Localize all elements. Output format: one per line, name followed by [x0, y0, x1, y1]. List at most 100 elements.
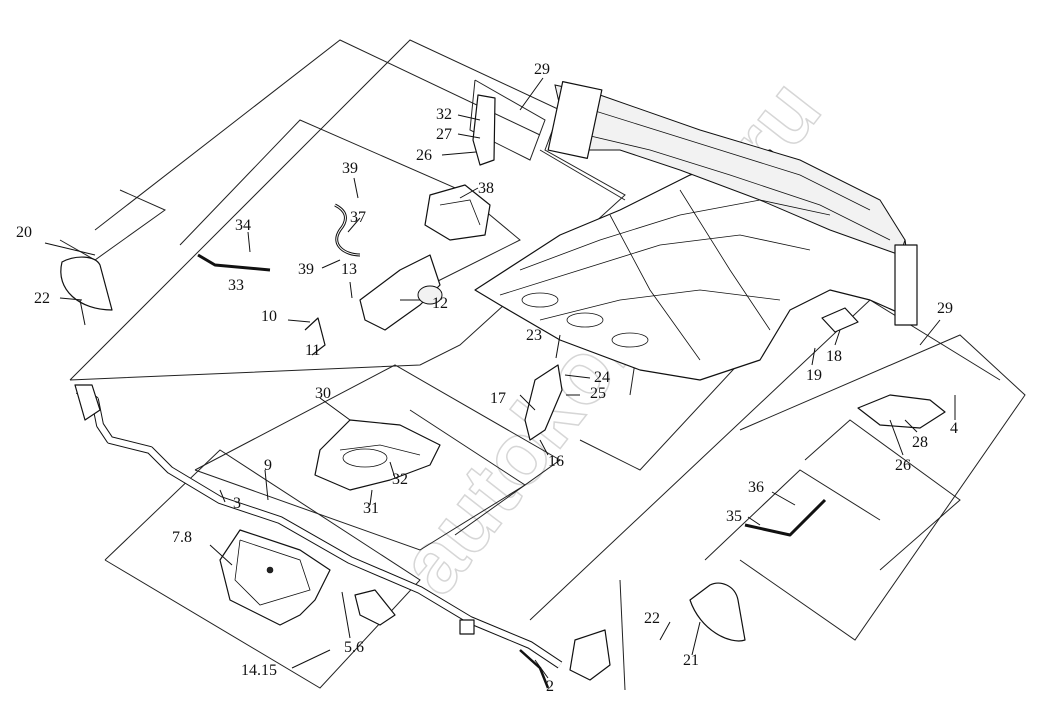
bracket-38 [424, 184, 491, 241]
callout-4: 4 [950, 420, 958, 437]
hook-21-22 [689, 582, 746, 642]
callout-32: 32 [436, 106, 452, 123]
rear-panel-rib-2 [564, 129, 891, 241]
callout-38: 38 [478, 180, 494, 197]
frame-exhaust-right [619, 579, 626, 691]
callout-24: 24 [594, 369, 610, 386]
frame-shield-inner [194, 409, 526, 551]
callout-32: 32 [392, 471, 408, 488]
frame-rail-36 [804, 419, 961, 571]
frame-left-20 [59, 189, 167, 261]
bracket-16 [524, 364, 563, 441]
callout-26: 26 [416, 147, 432, 164]
hook-left [60, 256, 113, 311]
floor-hole-2 [566, 312, 604, 328]
frame-top-29 [469, 79, 546, 161]
callout-34: 34 [235, 217, 251, 234]
frame-right-bracket [739, 334, 1026, 641]
callout-21: 21 [683, 652, 699, 669]
rail-35-36 [744, 498, 827, 537]
floor-tunnel-right [679, 189, 771, 331]
callout-39: 39 [342, 160, 358, 177]
heat-shield-rib [339, 444, 421, 456]
callout-23: 23 [526, 327, 542, 344]
frame-top-left [94, 39, 541, 231]
bracket-27-body [472, 94, 496, 166]
callout-20: 20 [16, 224, 32, 241]
callout-30: 30 [315, 385, 331, 402]
callout-18: 18 [826, 348, 842, 365]
callout-13: 13 [341, 261, 357, 278]
callout-10: 10 [261, 308, 277, 325]
floor-rib-3 [539, 289, 781, 321]
callout-27: 27 [436, 126, 452, 143]
callout-labels: 29 32 27 26 39 38 37 34 39 13 33 12 20 2… [16, 61, 958, 695]
frame-rail-35 [704, 469, 881, 561]
frame-upper-left [69, 39, 626, 381]
rear-left-pillar [547, 81, 603, 159]
rear-right-pillar [894, 244, 918, 326]
callout-3: 3 [233, 495, 241, 512]
bracket-28-body [857, 394, 946, 429]
panel-12-opening [417, 285, 443, 305]
callout-19: 19 [806, 367, 822, 384]
heat-shield [314, 419, 441, 491]
rod-37 [334, 203, 361, 257]
callout-25: 25 [590, 385, 606, 402]
crossmember-bracket [219, 529, 331, 626]
bracket-38-rib [439, 199, 481, 226]
exhaust-hanger-left [74, 384, 101, 421]
crossmember-inner [234, 539, 311, 606]
hook-right [689, 582, 746, 642]
heat-shield-dome [342, 448, 388, 468]
callout-39: 39 [298, 261, 314, 278]
callout-31: 31 [363, 500, 379, 517]
rear-panel-rib [559, 99, 871, 211]
exhaust-tip [519, 649, 550, 689]
frame-shield [194, 364, 561, 536]
exhaust-pipe-assembly [74, 384, 611, 689]
callout-7-8: 7.8 [172, 529, 192, 546]
heat-shield-30 [314, 419, 441, 491]
callout-5-6: 5.6 [344, 639, 364, 656]
leader-lines [44, 77, 956, 679]
bracket-27 [472, 94, 496, 166]
bracket-5-body [354, 589, 396, 626]
frame-crossmember [104, 449, 421, 689]
callout-33: 33 [228, 277, 244, 294]
callout-17: 17 [490, 390, 506, 407]
callout-26: 26 [895, 457, 911, 474]
bracket-5-6 [354, 589, 396, 626]
callout-29: 29 [937, 300, 953, 317]
frame-center [579, 329, 771, 471]
floor-rib-2 [499, 234, 811, 296]
bracket-16-25 [524, 364, 563, 441]
floor-pan-assembly [474, 81, 918, 381]
callout-9: 9 [264, 457, 272, 474]
rail-33 [197, 253, 271, 272]
bracket-10-11 [304, 317, 326, 356]
bracket-38-body [424, 184, 491, 241]
floor-hole-3 [611, 332, 649, 348]
callout-22: 22 [644, 610, 660, 627]
callout-11: 11 [305, 342, 320, 359]
crossmember-7-8 [219, 529, 331, 626]
bracket-18-body [821, 307, 859, 333]
exhaust-hanger-right [569, 629, 611, 681]
callout-28: 28 [912, 434, 928, 451]
floor-rib-1 [519, 199, 831, 271]
floor-tunnel-left [609, 214, 701, 361]
callout-22: 22 [34, 290, 50, 307]
heat-shield-12 [359, 254, 443, 331]
callout-35: 35 [726, 508, 742, 525]
callout-29: 29 [534, 61, 550, 78]
frame-top-link [539, 149, 626, 201]
callout-14-15: 14.15 [241, 662, 277, 679]
hook-20-22 [60, 256, 113, 311]
callout-36: 36 [748, 479, 764, 496]
bracket-18 [821, 307, 859, 333]
floor-hole-1 [521, 292, 559, 308]
callout-2: 2 [546, 678, 554, 695]
callout-16: 16 [548, 453, 564, 470]
